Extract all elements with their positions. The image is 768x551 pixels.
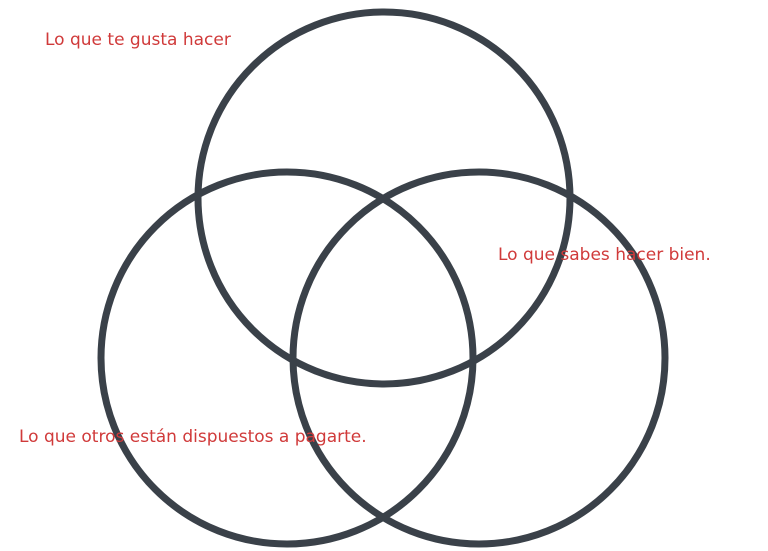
label-what-you-love: Lo que te gusta hacer [45,30,231,50]
circle-bottom-left [97,168,477,548]
label-what-you-are-good-at: Lo que sabes hacer bien. [498,245,711,265]
label-what-you-can-be-paid-for: Lo que otros están dispuestos a pagarte. [19,427,367,447]
circle-bottom-right [289,168,669,548]
